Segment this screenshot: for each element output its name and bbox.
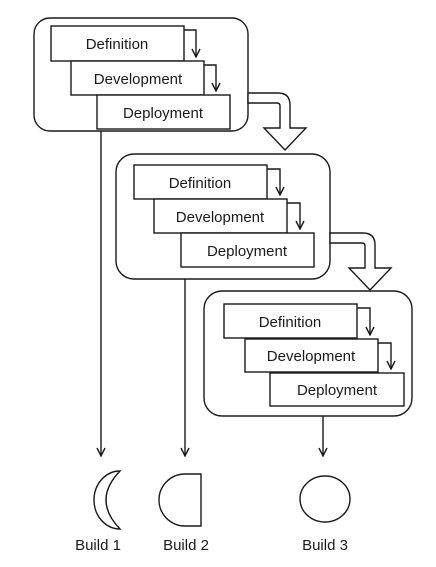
crescent-shape-icon bbox=[93, 470, 122, 530]
stage-box bbox=[153, 198, 288, 234]
stage-label: Definition bbox=[169, 175, 232, 192]
build-label: Build 2 bbox=[163, 537, 209, 554]
stage-box bbox=[180, 232, 315, 268]
stage-label: Development bbox=[176, 209, 265, 226]
half-circle-shape-icon bbox=[158, 473, 202, 527]
stage-box bbox=[96, 94, 231, 130]
stage-label: Definition bbox=[86, 36, 149, 53]
stage-label: Deployment bbox=[123, 105, 204, 122]
stage-label: Definition bbox=[259, 314, 322, 331]
handoff-arrow bbox=[357, 307, 370, 335]
stage-label: Deployment bbox=[297, 382, 378, 399]
stage-box bbox=[70, 60, 205, 96]
stage-box bbox=[50, 25, 185, 62]
build-label: Build 3 bbox=[302, 537, 348, 554]
handoff-arrow bbox=[267, 168, 280, 195]
stage-box bbox=[269, 372, 405, 407]
next-iteration-arrow-1 bbox=[247, 92, 308, 152]
stage-box bbox=[244, 338, 379, 373]
stage-box bbox=[133, 164, 268, 200]
handoff-arrow bbox=[378, 342, 391, 369]
stage-label: Development bbox=[267, 348, 356, 365]
stage-box bbox=[223, 303, 358, 339]
handoff-arrow bbox=[184, 29, 196, 57]
build-label: Build 1 bbox=[75, 537, 121, 554]
handoff-arrow bbox=[287, 202, 300, 229]
circle-shape-icon bbox=[299, 475, 351, 523]
next-iteration-arrow-2 bbox=[329, 232, 393, 292]
handoff-arrow bbox=[204, 64, 216, 91]
iteration-3: Definition Development Deployment bbox=[203, 290, 413, 417]
stage-label: Development bbox=[94, 71, 183, 88]
iteration-2: Definition Development Deployment bbox=[115, 153, 331, 280]
stage-label: Deployment bbox=[207, 243, 288, 260]
iteration-1: Definition Development Deployment bbox=[33, 17, 249, 132]
